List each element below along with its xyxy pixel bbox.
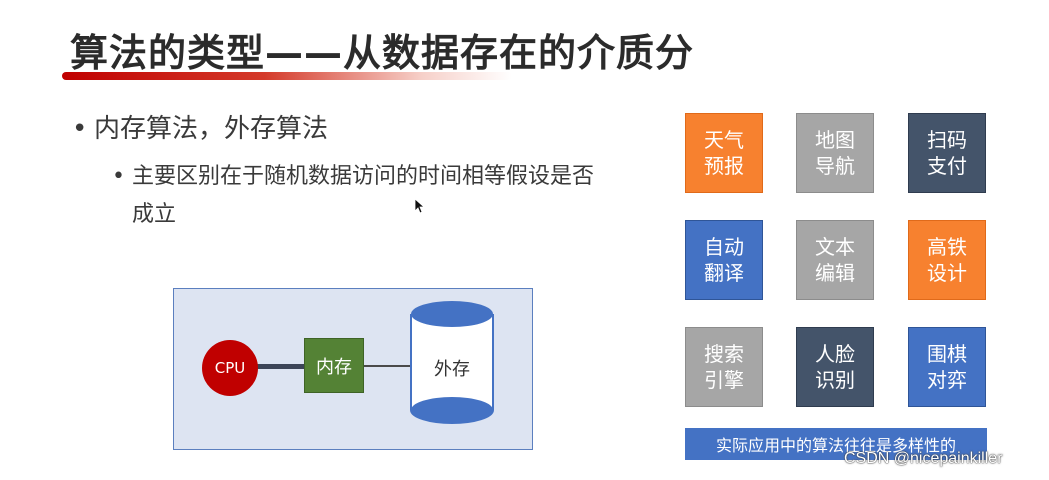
mouse-cursor-icon (414, 198, 424, 214)
tile-go-game: 围棋 对弈 (908, 327, 986, 407)
tile-search: 搜索 引擎 (685, 327, 763, 407)
tile-map: 地图 导航 (796, 113, 874, 193)
bullet-level2: • 主要区别在于随机数据访问的时间相等假设是否成立 (112, 158, 612, 234)
tile-label: 围棋 对弈 (927, 342, 967, 392)
tile-face-recognition: 人脸 识别 (796, 327, 874, 407)
tile-rail-design: 高铁 设计 (908, 220, 986, 300)
tile-label: 扫码 支付 (927, 128, 967, 178)
tile-payment: 扫码 支付 (908, 113, 986, 193)
tile-label: 自动 翻译 (704, 235, 744, 285)
tile-label: 搜索 引擎 (704, 342, 744, 392)
bullet-level1: •内存算法，外存算法 (72, 108, 328, 145)
tile-label: 天气 预报 (704, 128, 744, 178)
storage-label: 外存 (434, 359, 470, 380)
bullet-dot: • (72, 114, 88, 144)
tile-label: 地图 导航 (815, 128, 855, 178)
cpu-node: CPU (202, 340, 258, 396)
bullet-level2-text: 主要区别在于随机数据访问的时间相等假设是否成立 (132, 164, 595, 227)
watermark: CSDN @nicepainkiller (844, 450, 1003, 467)
tile-weather: 天气 预报 (685, 113, 763, 193)
tile-label: 高铁 设计 (927, 235, 967, 285)
tile-label: 人脸 识别 (815, 342, 855, 392)
grid-caption: 实际应用中的算法往往是多样性的 (685, 428, 987, 460)
slide-title: 算法的类型——从数据存在的介质分 (70, 31, 695, 75)
tile-text-edit: 文本 编辑 (796, 220, 874, 300)
bullet-dot: • (112, 164, 125, 189)
bullet-level1-text: 内存算法，外存算法 (94, 114, 329, 144)
cpu-memory-bus (256, 364, 306, 369)
title-underline (62, 72, 512, 80)
memory-node: 内存 (304, 338, 364, 393)
memory-storage-link (364, 365, 411, 367)
tile-label: 文本 编辑 (815, 235, 855, 285)
tile-translate: 自动 翻译 (685, 220, 763, 300)
storage-cylinder-icon (410, 301, 494, 424)
